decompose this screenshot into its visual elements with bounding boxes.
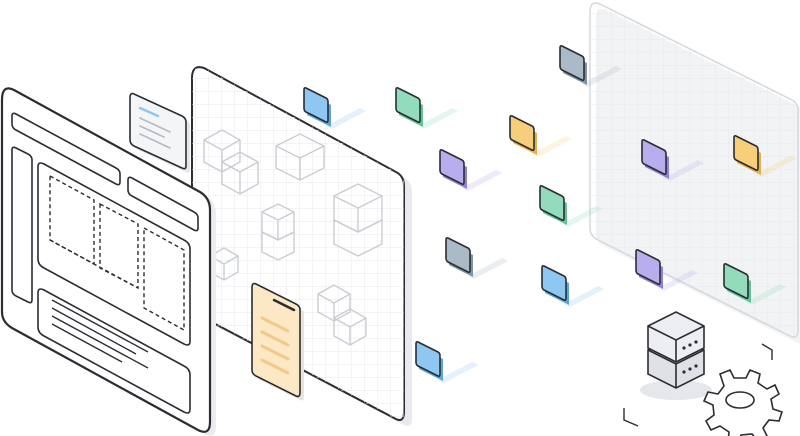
data-tile-teal [539, 184, 602, 227]
data-tile-blue [541, 264, 604, 307]
gear-icon [702, 368, 784, 436]
data-tiles [303, 44, 796, 383]
data-tile-slate [445, 236, 508, 279]
data-tile-blue [303, 86, 366, 129]
data-tile-slate [559, 44, 622, 87]
data-tile-purple [641, 138, 704, 181]
wireframe-panel [0, 87, 216, 436]
corner-brackets [623, 343, 773, 427]
data-tile-teal [723, 262, 786, 305]
data-tile-orange [733, 134, 796, 177]
data-tile-blue [415, 340, 478, 383]
floating-list-card [251, 282, 304, 401]
data-tile-orange [509, 114, 572, 157]
data-tile-teal [395, 86, 458, 129]
data-tile-purple [635, 248, 698, 291]
component-block-icons [203, 129, 383, 346]
server-icon [640, 311, 712, 400]
floating-text-card [129, 92, 190, 173]
data-tile-purple [439, 148, 502, 191]
